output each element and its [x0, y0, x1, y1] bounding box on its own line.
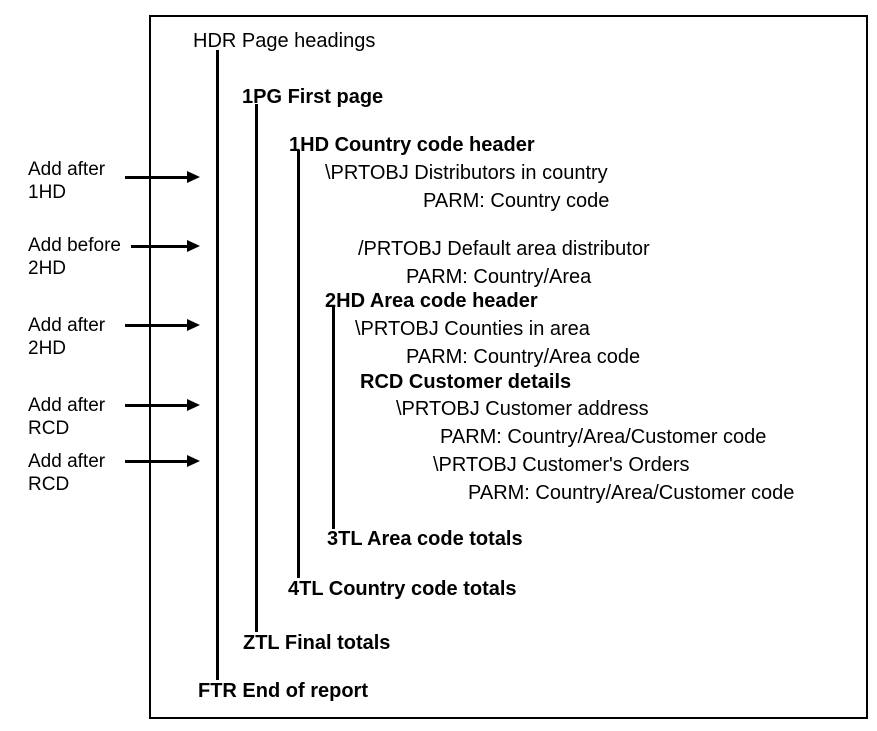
- annotation-label-line1: Add after: [28, 159, 106, 180]
- report-entry-ftr: FTR End of report: [198, 680, 368, 702]
- report-entry-4tl: 4TL Country code totals: [288, 578, 517, 600]
- report-entry-parm-country-area-customer-1: PARM: Country/Area/Customer code: [440, 426, 767, 448]
- annotation-arrow-add-after-2hd: [125, 319, 200, 331]
- report-entry-hdr: HDR Page headings: [193, 30, 376, 52]
- report-entry-1pg: 1PG First page: [242, 86, 384, 108]
- arrow-head-icon: [187, 240, 200, 252]
- arrow-shaft: [125, 324, 187, 327]
- diagram-frame-border: [149, 15, 868, 719]
- annotation-label-line2: RCD: [28, 418, 70, 439]
- report-entry-prtobj-distributors: \PRTOBJ Distributors in country: [325, 162, 608, 184]
- report-entry-parm-country-area-code: PARM: Country/Area code: [406, 346, 641, 368]
- arrow-head-icon: [187, 455, 200, 467]
- arrow-head-icon: [187, 399, 200, 411]
- report-entry-3tl: 3TL Area code totals: [327, 528, 523, 550]
- annotation-label-line2: 2HD: [28, 338, 67, 359]
- arrow-head-icon: [187, 171, 200, 183]
- arrow-shaft: [125, 460, 187, 463]
- report-entry-1hd: 1HD Country code header: [289, 134, 535, 156]
- arrow-shaft: [125, 404, 187, 407]
- annotation-label-line1: Add after: [28, 315, 106, 336]
- connector-line-2hd-to-3tl: [332, 305, 335, 529]
- annotation-arrow-add-after-rcd-1: [125, 399, 200, 411]
- arrow-shaft: [125, 176, 187, 179]
- report-entry-prtobj-customer-address: \PRTOBJ Customer address: [396, 398, 649, 420]
- annotation-arrow-add-after-rcd-2: [125, 455, 200, 467]
- report-entry-2hd: 2HD Area code header: [325, 290, 538, 312]
- arrow-shaft: [131, 245, 187, 248]
- annotation-label-line1: Add after: [28, 395, 106, 416]
- annotation-label-line2: 2HD: [28, 258, 67, 279]
- arrow-head-icon: [187, 319, 200, 331]
- annotation-arrow-add-after-1hd: [125, 171, 200, 183]
- annotation-label-line1: Add after: [28, 451, 106, 472]
- annotation-label-line1: Add before: [28, 235, 121, 256]
- report-entry-parm-country-area: PARM: Country/Area: [406, 266, 592, 288]
- report-entry-parm-country-area-customer-2: PARM: Country/Area/Customer code: [468, 482, 795, 504]
- connector-line-1pg-to-ztl: [255, 104, 258, 632]
- report-entry-prtobj-counties: \PRTOBJ Counties in area: [355, 318, 590, 340]
- annotation-label-line2: 1HD: [28, 182, 67, 203]
- connector-line-hdr-to-ftr: [216, 50, 219, 680]
- connector-line-1hd-to-4tl: [297, 150, 300, 578]
- report-entry-parm-country-code: PARM: Country code: [423, 190, 610, 212]
- annotation-arrow-add-before-2hd: [131, 240, 200, 252]
- report-entry-prtobj-default-area: /PRTOBJ Default area distributor: [358, 238, 650, 260]
- annotation-label-line2: RCD: [28, 474, 70, 495]
- report-entry-prtobj-customer-orders: \PRTOBJ Customer's Orders: [433, 454, 690, 476]
- report-entry-rcd: RCD Customer details: [360, 371, 572, 393]
- report-entry-ztl: ZTL Final totals: [243, 632, 391, 654]
